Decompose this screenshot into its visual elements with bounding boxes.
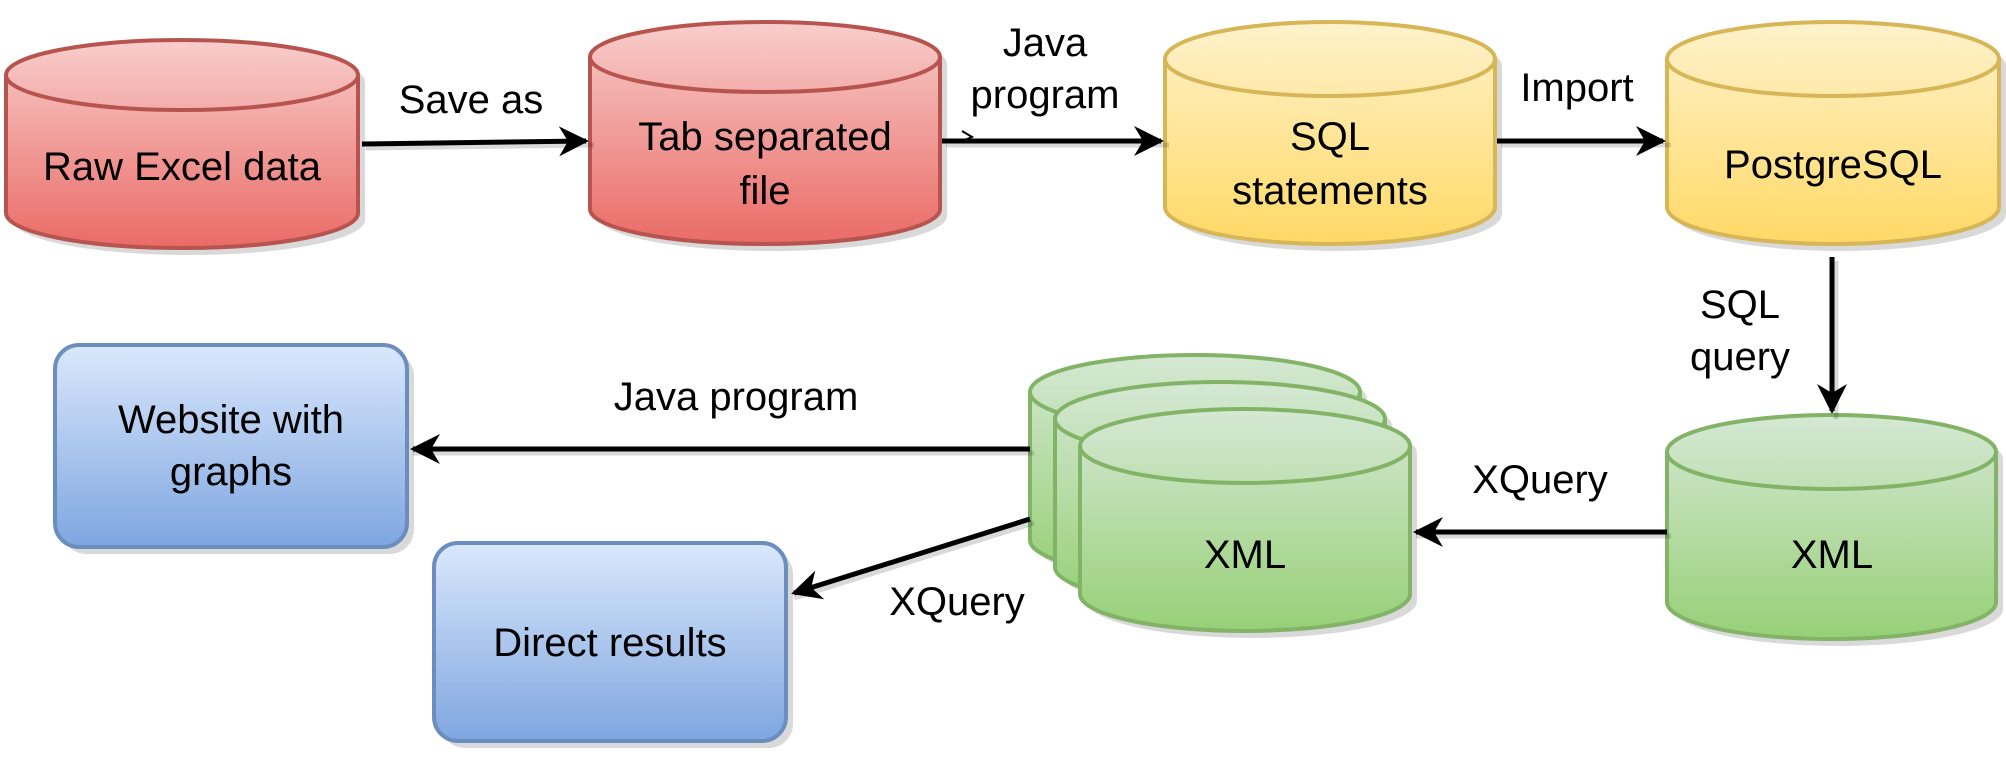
arrow-save-as bbox=[361, 126, 595, 157]
website-with-graphs-label-line1: Website with bbox=[118, 398, 344, 442]
raw-excel-data-label: Raw Excel data bbox=[43, 145, 322, 189]
arrow-import bbox=[1497, 126, 1671, 156]
sql-statements-cylinder[interactable] bbox=[1163, 20, 1502, 251]
website-with-graphs-box[interactable] bbox=[53, 343, 414, 554]
direct-results-label: Direct results bbox=[493, 621, 726, 665]
sql-query-label-line1: SQL bbox=[1700, 283, 1780, 327]
arrow-java-program-1 bbox=[942, 126, 1169, 156]
xml-cylinder[interactable] bbox=[1665, 413, 2003, 647]
xml-stack-label: XML bbox=[1204, 533, 1286, 577]
tab-separated-file-label-line1: Tab separated bbox=[638, 115, 892, 159]
tab-separated-file-cylinder[interactable] bbox=[588, 20, 947, 251]
xquery-2-label: XQuery bbox=[889, 580, 1025, 624]
arrow-xquery-1 bbox=[1413, 517, 1671, 547]
postgresql-cylinder[interactable] bbox=[1665, 20, 2006, 251]
arrow-java-program-2 bbox=[410, 434, 1034, 464]
raw-excel-data-cylinder[interactable] bbox=[4, 38, 365, 255]
java-program-1-label-line2: program bbox=[971, 73, 1120, 117]
sql-statements-label-line1: SQL bbox=[1290, 115, 1370, 159]
xquery-1-label: XQuery bbox=[1472, 458, 1608, 502]
postgresql-label: PostgreSQL bbox=[1724, 143, 1942, 187]
xml-stack-front-cylinder[interactable] bbox=[1078, 407, 1417, 638]
direct-results-box[interactable] bbox=[432, 541, 793, 748]
arrow-xquery-2 bbox=[791, 516, 1035, 601]
website-with-graphs-label-line2: graphs bbox=[170, 450, 292, 494]
save-as-label: Save as bbox=[399, 78, 544, 122]
xml-label: XML bbox=[1791, 533, 1873, 577]
arrow-sql-query bbox=[1817, 257, 1847, 419]
java-program-1-label-line1: Java bbox=[1003, 21, 1088, 65]
sql-query-label-line2: query bbox=[1690, 335, 1790, 379]
tab-separated-file-label-line2: file bbox=[739, 169, 790, 213]
import-label: Import bbox=[1520, 66, 1633, 110]
java-program-2-label: Java program bbox=[614, 375, 859, 419]
sql-statements-label-line2: statements bbox=[1232, 169, 1428, 213]
